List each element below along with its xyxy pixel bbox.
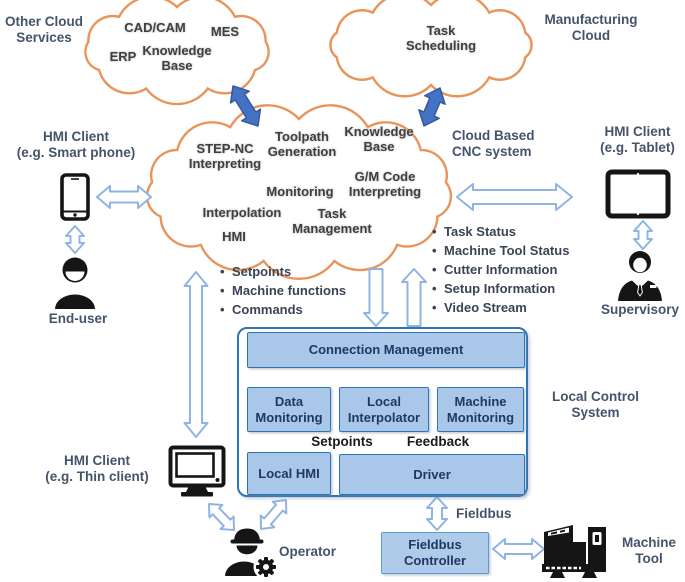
list-item: Setup Information — [430, 279, 608, 298]
list-item: Setpoints — [218, 262, 388, 281]
fieldbus-controller-box: Fieldbus Controller — [381, 532, 489, 574]
caption-line: Local Control — [552, 389, 639, 404]
cloud-item-task-scheduling: Task Scheduling — [405, 23, 477, 53]
cloud-item-mes: MES — [210, 24, 240, 39]
caption-line: Cloud — [571, 28, 611, 44]
manufacturing-cloud-shape — [329, 0, 533, 98]
arrow-smartphone-enduser — [65, 225, 85, 254]
local-control-system-caption: Local Control System — [548, 389, 643, 421]
supervisory-label: Supervisory — [600, 302, 680, 317]
caption-line: HMI Client — [604, 124, 671, 139]
operator-label: Operator — [279, 544, 337, 559]
caption-line: (e.g. Tablet) — [600, 140, 675, 156]
gear-icon — [256, 557, 276, 577]
local-interpolator-box: Local Interpolator — [339, 387, 429, 432]
cloud-item-hmi: HMI — [222, 229, 246, 244]
bullet-text: Video Stream — [444, 300, 527, 315]
list-item: Cutter Information — [430, 260, 608, 279]
arrow-driver-fieldbuscontroller — [426, 496, 448, 531]
machine-monitoring-box: Machine Monitoring — [437, 387, 524, 432]
list-item: Task Status — [430, 222, 608, 241]
list-item: Video Stream — [430, 298, 608, 317]
operator-icon — [225, 528, 279, 580]
list-item: Machine Tool Status — [430, 241, 608, 260]
setpoints-flow-label: Setpoints — [311, 434, 373, 449]
tablet-icon — [605, 169, 671, 219]
bullet-text: Cutter Information — [444, 262, 558, 277]
cloud-item-toolpath-generation: Toolpath Generation — [267, 129, 337, 159]
bullet-text: Machine Tool Status — [444, 243, 570, 258]
caption-line: Cloud Based — [452, 128, 535, 143]
cloud-item-knowledge-base-2: Knowledge Base — [344, 124, 414, 154]
bullet-text: Setup Information — [444, 281, 556, 296]
arrow-thinclient-operator — [208, 503, 235, 531]
arrow-cnccloud-tablet — [456, 183, 573, 211]
arrow-smartphone-cnccloud — [96, 185, 152, 209]
arrow-mfgcloud-cnccloud — [418, 87, 446, 127]
driver-box: Driver — [339, 454, 525, 495]
smartphone-icon — [60, 173, 90, 221]
cloud-item-interpolation: Interpolation — [202, 205, 282, 220]
machine-tool-label: Machine Tool — [614, 535, 684, 567]
local-hmi-box: Local HMI — [247, 452, 331, 495]
caption-line: HMI Client — [64, 453, 130, 468]
caption-line: System — [571, 405, 620, 421]
smartphone-client-caption: HMI Client (e.g. Smart phone) — [2, 129, 150, 161]
arrow-tablet-supervisory — [633, 220, 653, 250]
list-item: Commands — [218, 300, 388, 319]
bullet-text: Setpoints — [232, 264, 292, 279]
cloud-item-erp: ERP — [109, 49, 137, 64]
box-line: Controller — [403, 553, 467, 568]
bullet-text: Task Status — [444, 224, 517, 239]
other-cloud-caption: Other Cloud Services — [0, 14, 88, 46]
end-user-label: End-user — [48, 311, 108, 326]
connection-management-box: Connection Management — [247, 332, 525, 368]
caption-line: Other Cloud — [5, 14, 83, 29]
cloud-item-task-management: Task Management — [292, 206, 372, 236]
tablet-client-caption: HMI Client (e.g. Tablet) — [590, 124, 685, 156]
cloud-item-cad-cam: CAD/CAM — [124, 20, 186, 35]
caption-line: CNC system — [452, 144, 532, 160]
arrow-fieldbuscontroller-machinetool — [492, 538, 545, 560]
arrow-othercloud-cnccloud — [229, 85, 262, 127]
caption-line: Manufacturing — [544, 12, 638, 27]
caption-line: Machine — [621, 535, 676, 550]
other-cloud-shape — [84, 0, 270, 106]
cnc-cloud-caption: Cloud Based CNC system — [452, 128, 552, 160]
downlink-bullet-list: Task Status Machine Tool Status Cutter I… — [430, 222, 608, 317]
machine-tool-icon — [542, 525, 606, 578]
thin-client-caption: HMI Client (e.g. Thin client) — [22, 453, 172, 485]
cloud-item-monitoring: Monitoring — [266, 184, 334, 199]
monitor-icon — [168, 445, 226, 497]
caption-line: (e.g. Smart phone) — [16, 145, 136, 161]
data-monitoring-box: Data Monitoring — [247, 387, 331, 432]
caption-line: Services — [16, 30, 72, 46]
bullet-text: Commands — [232, 302, 303, 317]
uplink-bullet-list: Setpoints Machine functions Commands — [218, 262, 388, 319]
arrow-operator-localhmi — [259, 499, 288, 530]
fieldbus-label: Fieldbus — [456, 506, 512, 521]
caption-line: Tool — [635, 551, 663, 567]
manufacturing-cloud-caption: Manufacturing Cloud — [530, 12, 652, 44]
box-line: Fieldbus — [408, 537, 462, 553]
bullet-text: Machine functions — [232, 283, 347, 298]
arrow-cnccloud-thinclient — [183, 271, 209, 438]
caption-line: HMI Client — [43, 129, 109, 144]
caption-line: (e.g. Thin client) — [45, 469, 149, 485]
arrow-lcs-to-cloud-up — [401, 268, 427, 327]
supervisory-icon — [618, 251, 662, 301]
feedback-flow-label: Feedback — [406, 434, 470, 449]
list-item: Machine functions — [218, 281, 388, 300]
cloud-item-knowledge-base: Knowledge Base — [142, 43, 212, 73]
cloud-item-gm-code-interpreting: G/M Code Interpreting — [348, 169, 422, 199]
cloud-item-step-nc-interpreting: STEP-NC Interpreting — [188, 141, 262, 171]
end-user-icon — [55, 257, 95, 309]
